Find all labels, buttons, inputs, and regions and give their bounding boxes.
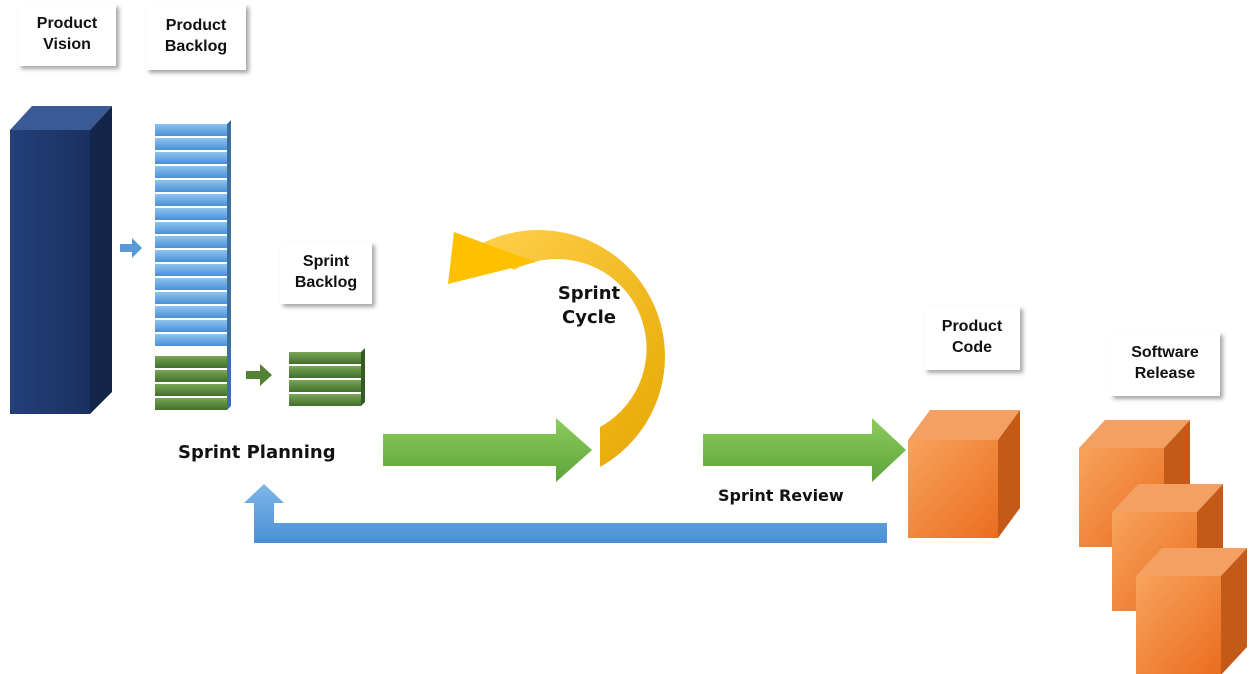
backlog-to-sprint-arrow bbox=[246, 364, 272, 386]
product-vision-label-line2: Vision bbox=[43, 36, 91, 53]
product-backlog-label: Product Backlog bbox=[146, 4, 246, 70]
product-vision-label-line1: Product bbox=[36, 15, 98, 33]
product-code-cube bbox=[908, 410, 1020, 538]
software-release-label: Software Release bbox=[1110, 332, 1220, 396]
sprint-planning-label: Sprint Planning bbox=[178, 442, 336, 463]
cycle-to-code-arrow bbox=[703, 418, 906, 482]
product-backlog-label-line1: Product bbox=[165, 17, 227, 35]
sprint-backlog-label: Sprint Backlog bbox=[280, 242, 372, 304]
product-backlog-label-line2: Backlog bbox=[164, 38, 228, 55]
vision-to-backlog-arrow bbox=[120, 238, 142, 258]
sprint-backlog-label-line1: Sprint bbox=[302, 253, 350, 271]
release-cube-3 bbox=[1136, 548, 1247, 674]
sprint-cycle-label-line1: Sprint bbox=[557, 283, 621, 304]
sprint-backlog-label-line2: Backlog bbox=[294, 274, 358, 291]
product-vision-block bbox=[10, 106, 112, 414]
software-release-label-line1: Software bbox=[1131, 344, 1199, 362]
product-backlog-stack bbox=[155, 120, 231, 410]
software-release-cubes bbox=[1079, 420, 1247, 674]
feedback-arrow bbox=[244, 484, 887, 543]
sprint-cycle-label-line2: Cycle bbox=[562, 307, 616, 329]
product-vision-label: Product Vision bbox=[18, 4, 116, 66]
product-code-label-line1: Product bbox=[941, 318, 1003, 336]
software-release-label-line2: Release bbox=[1134, 365, 1196, 382]
planning-to-cycle-arrow bbox=[383, 418, 592, 482]
backlog-green-items bbox=[155, 356, 227, 410]
sprint-cycle-arrow bbox=[448, 230, 665, 467]
sprint-review-label: Sprint Review bbox=[718, 486, 844, 505]
backlog-blue-items bbox=[155, 124, 227, 346]
product-code-label-line2: Code bbox=[952, 339, 992, 356]
product-code-label: Product Code bbox=[924, 306, 1020, 370]
sprint-cycle-label: Sprint Cycle bbox=[544, 282, 634, 331]
sprint-backlog-stack bbox=[289, 348, 365, 406]
